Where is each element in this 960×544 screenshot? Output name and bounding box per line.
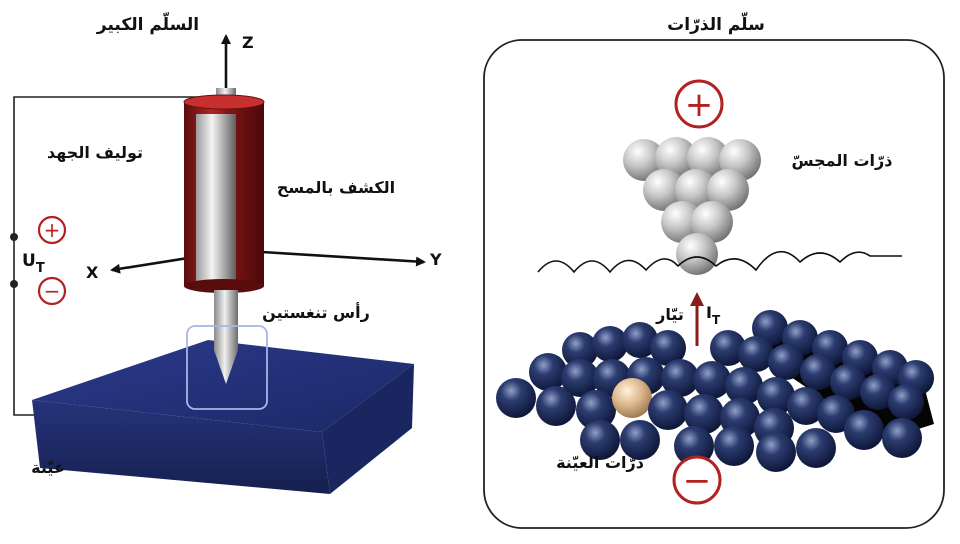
voltage-symbol: UT <box>22 251 45 276</box>
svg-text:+: + <box>44 218 61 242</box>
right-panel: سلّم الذرّات + ذرّات المجسّ I <box>483 11 945 529</box>
tip-atoms-label: ذرّات المجسّ <box>792 151 893 170</box>
minus-icon: − <box>672 455 722 505</box>
right-panel-title: سلّم الذرّات <box>667 11 765 35</box>
axis-y-label: Y <box>429 250 442 269</box>
plus-icon: + <box>37 215 67 245</box>
axis-y-line <box>261 250 426 267</box>
lattice-row <box>562 322 924 420</box>
left-panel: السلّم الكبير توليف الجهد UT + − عيّنة X… <box>10 11 442 494</box>
scanner-label: الكشف بالمسح <box>277 178 395 197</box>
svg-text:−: − <box>683 461 712 501</box>
electron-density-contour <box>537 251 902 274</box>
tip-label: رأس تنغستين <box>262 302 370 322</box>
impurity-atom <box>612 378 652 418</box>
sample-atoms-label: ذرّات العيّنة <box>556 453 644 472</box>
plus-icon: + <box>674 79 724 129</box>
terminal-bottom <box>10 280 18 288</box>
sample-atom-lattice <box>496 310 934 472</box>
tungsten-tip <box>214 290 238 384</box>
voltage-label: توليف الجهد <box>47 143 143 162</box>
zoom-region-box <box>186 325 268 410</box>
piezo-scanner <box>183 88 265 293</box>
minus-icon: − <box>37 276 67 306</box>
sample-label: عيّنة <box>31 458 65 477</box>
lattice-row <box>496 378 922 458</box>
svg-text:+: + <box>685 85 714 125</box>
current-label: تيّار <box>655 305 684 324</box>
axis-z-label: Z <box>242 33 254 52</box>
left-panel-title: السلّم الكبير <box>96 11 199 35</box>
sample-block <box>32 340 414 494</box>
lattice-row <box>529 353 855 433</box>
circuit-wire <box>13 96 230 416</box>
svg-text:−: − <box>44 279 61 303</box>
lattice-row <box>580 420 836 472</box>
terminal-top <box>10 233 18 241</box>
tunnel-current-arrow <box>690 292 704 346</box>
current-symbol: IT <box>706 303 721 327</box>
atomic-scale-frame <box>483 39 945 529</box>
axis-x-label: X <box>86 263 99 282</box>
tip-atom-cluster <box>623 137 761 275</box>
